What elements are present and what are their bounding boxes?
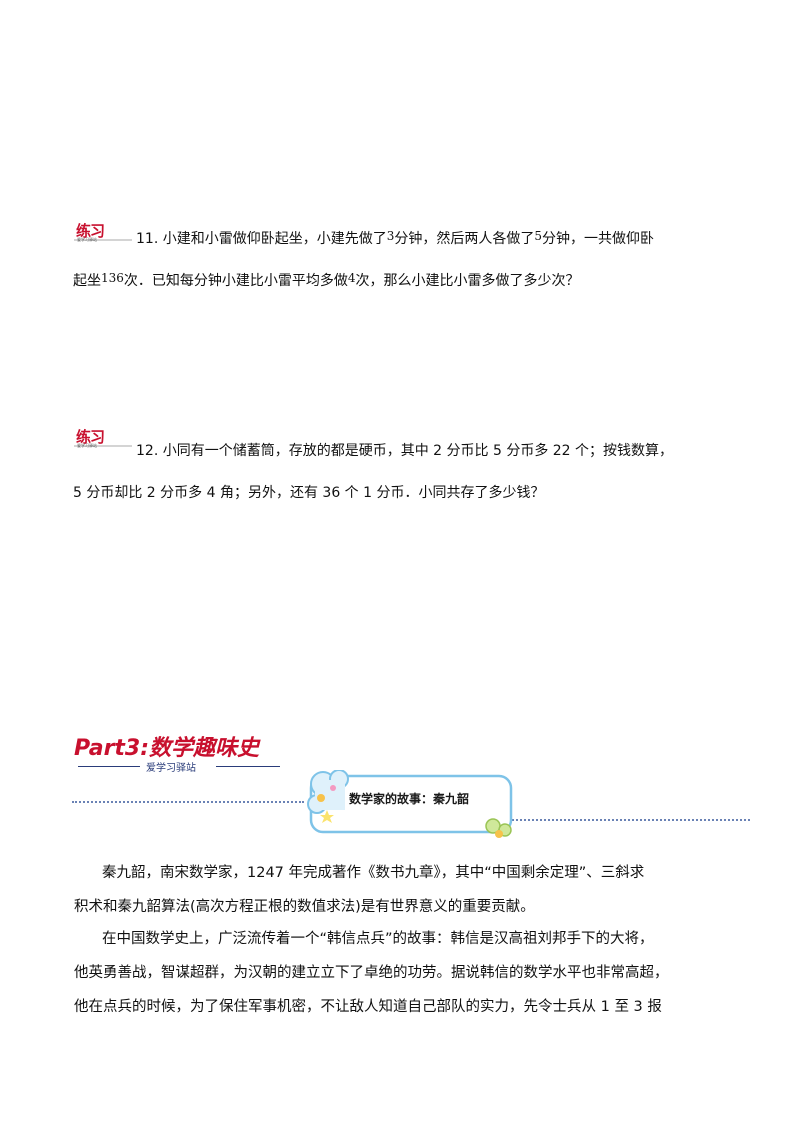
practice-logo-sub: 爱学习驿站 — [77, 237, 97, 242]
part3-header: Part3:数学趣味史 爱学习驿站 — [74, 730, 280, 774]
practice-logo: 练习 爱学习驿站 — [72, 222, 134, 244]
dotted-divider-left — [72, 801, 304, 803]
problem-11: 11. 小建和小雷做仰卧起坐，小建先做了3分钟，然后两人各做了5分钟，一共做仰卧… — [73, 218, 728, 302]
problem-11-line-1: 11. 小建和小雷做仰卧起坐，小建先做了3分钟，然后两人各做了5分钟，一共做仰卧 — [136, 229, 654, 247]
dotted-divider-right — [512, 819, 750, 821]
divider — [216, 766, 280, 767]
part3-subtitle-row: 爱学习驿站 — [74, 760, 284, 774]
problem-11-line-2: 起坐136次．已知每分钟小建比小雷平均多做4次，那么小建比小雷多做了多少次？ — [73, 271, 580, 289]
story-title: 数学家的故事：秦九韶 — [348, 792, 469, 806]
paragraph-line: 他英勇善战，智谋超群，为汉朝的建立立下了卓绝的功劳。据说韩信的数学水平也非常高超… — [74, 965, 669, 981]
practice-logo-sub: 爱学习驿站 — [77, 443, 97, 448]
paragraph-line: 秦九韶，南宋数学家，1247 年完成著作《数书九章》，其中“中国剩余定理”、三斜… — [102, 865, 645, 881]
practice-logo-label: 练习 — [76, 222, 105, 240]
practice-logo-icon — [74, 224, 132, 241]
paragraph-line: 在中国数学史上，广泛流传着一个“韩信点兵”的故事：韩信是汉高祖刘邦手下的大将， — [102, 931, 654, 947]
practice-logo: 练习 爱学习驿站 — [72, 428, 134, 450]
part3-title: Part3:数学趣味史 — [74, 736, 260, 761]
divider — [78, 766, 140, 767]
paragraph-line: 他在点兵的时候，为了保住军事机密，不让敌人知道自己部队的实力，先令士兵从 1 至… — [74, 999, 662, 1015]
paragraph-line: 积术和秦九韶算法(高次方程正根的数值求法)是有世界意义的重要贡献。 — [74, 899, 535, 915]
cloud-frame-icon — [307, 769, 513, 838]
problem-12: 12. 小同有一个储蓄筒，存放的都是硬币，其中 2 分币比 5 分币多 22 个… — [73, 430, 728, 514]
practice-logo-icon — [74, 445, 132, 447]
part3-subtitle: 爱学习驿站 — [146, 763, 196, 774]
problem-12-line-2: 5 分币却比 2 分币多 4 角；另外，还有 36 个 1 分币．小同共存了多少… — [73, 485, 545, 501]
problem-12-line-1: 12. 小同有一个储蓄筒，存放的都是硬币，其中 2 分币比 5 分币多 22 个… — [136, 443, 674, 459]
paragraph-1: 秦九韶，南宋数学家，1247 年完成著作《数书九章》，其中“中国剩余定理”、三斜… — [74, 856, 724, 924]
story-title-box: 数学家的故事：秦九韶 — [303, 769, 515, 840]
paragraph-2: 在中国数学史上，广泛流传着一个“韩信点兵”的故事：韩信是汉高祖刘邦手下的大将， … — [74, 922, 724, 1024]
practice-logo-label: 练习 — [76, 428, 105, 446]
